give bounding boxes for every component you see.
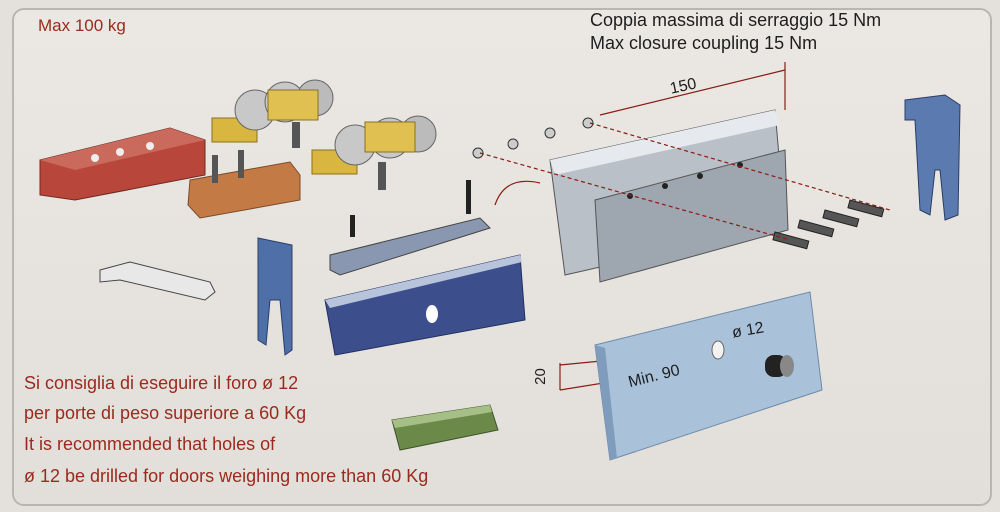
end-cap-left [257,237,293,356]
door-pin [765,355,794,377]
note-line-2: per porte di peso superiore a 60 Kg [24,403,307,423]
screws [772,199,885,250]
roller-carriage-2 [311,115,437,190]
note-line-3: It is recommended that holes of [24,434,276,454]
clamp-profile [324,254,526,356]
height-dimension: 20 [531,368,549,385]
clamp-insert [329,180,491,276]
end-stop-part [39,127,206,201]
aluminium-rail [549,109,789,283]
note-line-4: ø 12 be drilled for doors weighing more … [24,466,429,486]
diagram-frame [12,8,992,506]
nuts [472,117,594,159]
wrench-tool [99,261,216,301]
torque-label-en: Max closure coupling 15 Nm [590,33,818,53]
torque-label-it: Coppia massima di serraggio 15 Nm [590,10,882,30]
glass-door [594,291,823,461]
floor-guide [391,404,499,451]
end-cap-right [904,94,961,221]
note-line-1: Si consiglia di eseguire il foro ø 12 [24,373,299,393]
roller-carriage-1 [211,79,334,148]
bracket-part [187,150,301,219]
max-load-label: Max 100 kg [38,16,126,35]
